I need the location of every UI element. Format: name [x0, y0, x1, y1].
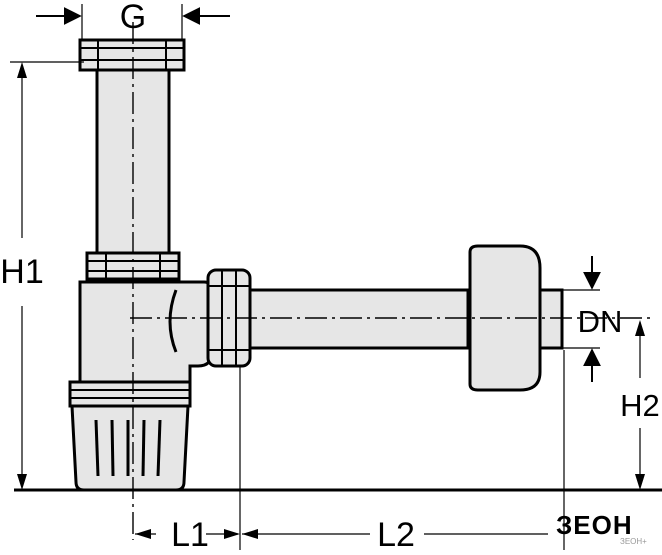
dimension-h1: [10, 61, 84, 490]
label-h1: H1: [0, 253, 43, 291]
top-nut: [78, 38, 186, 72]
cup-ribs: [94, 419, 162, 477]
siphon-body: [78, 280, 214, 384]
inner-curve: [168, 289, 178, 353]
dimension-l1-l2: [135, 350, 565, 550]
label-g: G: [120, 0, 146, 36]
siphon-cup: [70, 404, 190, 492]
label-h2: H2: [620, 388, 660, 423]
logo-text: ЗЕОН: [556, 510, 633, 540]
dimension-g: [36, 4, 230, 40]
logo-subtext: ЗЕОН+: [620, 537, 647, 546]
label-l1: L1: [171, 516, 209, 550]
label-l2: L2: [377, 516, 415, 550]
siphon-collar: [68, 380, 192, 408]
label-dn: DN: [578, 304, 623, 339]
horizontal-pipe: [248, 288, 470, 350]
wall-rosette: [468, 244, 542, 392]
outlet-stub: [538, 288, 564, 350]
dimension-dn: [558, 256, 601, 382]
dimension-h2: [635, 320, 645, 490]
